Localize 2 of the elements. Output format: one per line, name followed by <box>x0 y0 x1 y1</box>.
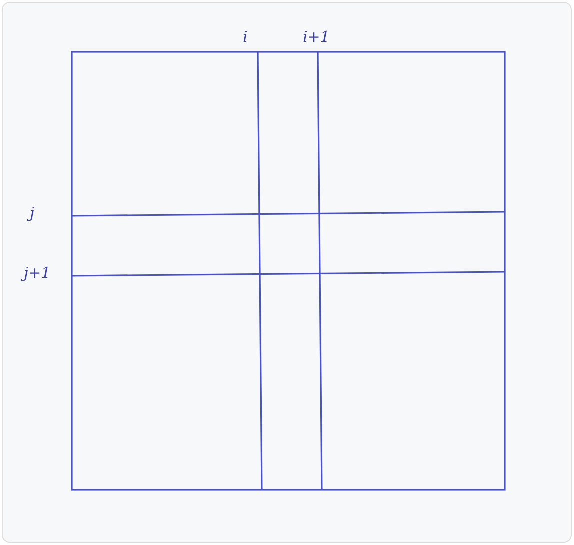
index-label: i <box>243 30 248 45</box>
index-label: i+1 <box>303 30 330 45</box>
